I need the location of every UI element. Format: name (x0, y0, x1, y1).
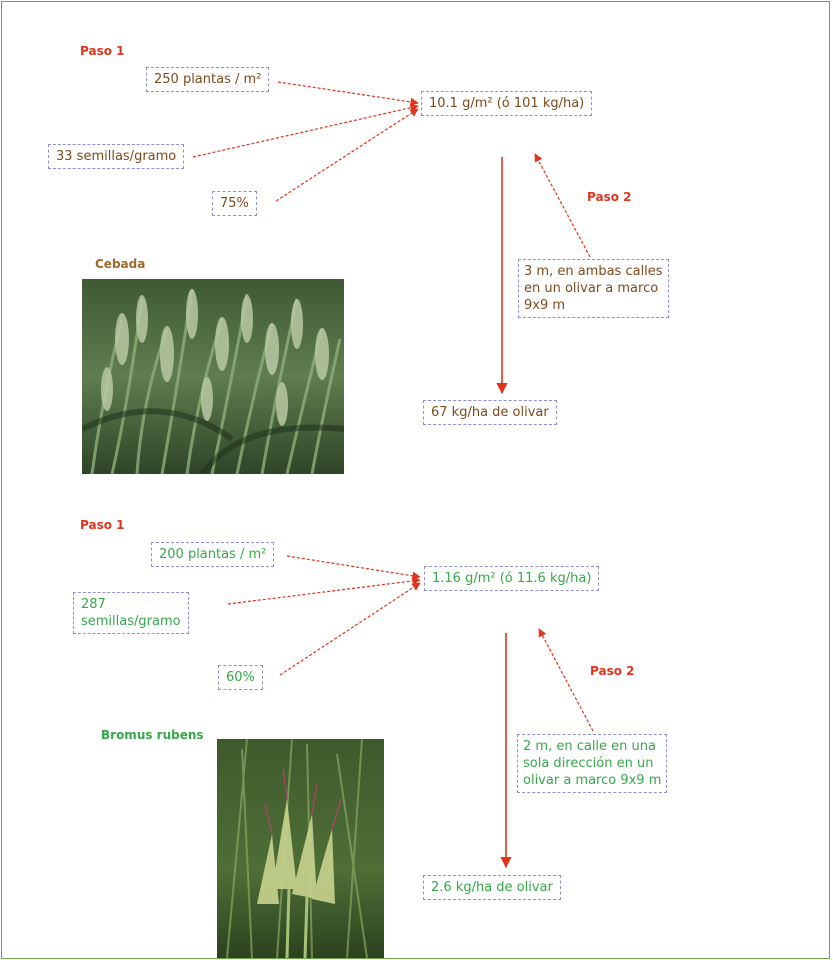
bromus-step2-label: Paso 2 (590, 664, 635, 678)
arrow-barley-plants (277, 81, 419, 107)
arrow-bromus-plants (286, 555, 421, 580)
barley-strip-line2: en un olivar a marco (524, 281, 659, 296)
barley-seeds-box: 33 semillas/gramo (48, 144, 185, 169)
bromus-seeds-line1: 287 (81, 597, 106, 612)
arrow-bromus-strip (538, 628, 594, 732)
arrow-barley-seeds (192, 103, 419, 158)
barley-final-box: 67 kg/ha de olivar (423, 400, 557, 425)
barley-seeds-text: 33 semillas/gramo (56, 149, 177, 164)
barley-step2-label: Paso 2 (587, 190, 632, 204)
barley-strip-line3: 9x9 m (524, 298, 566, 313)
bromus-strip-line1: 2 m, en calle en una (523, 739, 656, 754)
barley-plant-name: Cebada (95, 257, 146, 271)
bromus-photo (217, 739, 384, 958)
bromus-seeds-box: 287 semillas/gramo (73, 592, 189, 634)
barley-photo-image (82, 279, 344, 474)
bromus-strip-line2: sola dirección en un (523, 756, 654, 771)
bromus-germination-box: 60% (218, 665, 263, 690)
bromus-seeds-line2: semillas/gramo (81, 614, 181, 629)
barley-result-text: 10.1 g/m² (ó 101 kg/ha) (429, 96, 585, 111)
arrow-bromus-seeds (227, 576, 421, 605)
barley-plants-box: 250 plantas / m² (146, 67, 270, 92)
bromus-final-box: 2.6 kg/ha de olivar (423, 875, 561, 900)
arrow-barley-germination (275, 108, 419, 202)
barley-germination-text: 75% (220, 196, 249, 211)
bromus-germination-text: 60% (226, 670, 255, 685)
bromus-strip-line3: olivar a marco 9x9 m (523, 773, 662, 788)
bromus-strip-box: 2 m, en calle en una sola dirección en u… (517, 734, 668, 793)
bromus-photo-image (217, 739, 384, 958)
barley-germination-box: 75% (212, 191, 257, 216)
bromus-result-text: 1.16 g/m² (ó 11.6 kg/ha) (432, 571, 592, 586)
arrow-barley-strip (534, 153, 591, 258)
bromus-plants-text: 200 plantas / m² (159, 547, 267, 562)
barley-result-box: 10.1 g/m² (ó 101 kg/ha) (421, 91, 593, 116)
bromus-result-box: 1.16 g/m² (ó 11.6 kg/ha) (424, 566, 600, 591)
barley-plants-text: 250 plantas / m² (154, 72, 262, 87)
bromus-plant-name: Bromus rubens (101, 728, 204, 742)
bromus-plants-box: 200 plantas / m² (151, 542, 275, 567)
bromus-final-text: 2.6 kg/ha de olivar (431, 880, 553, 895)
barley-step1-label: Paso 1 (80, 44, 125, 58)
barley-final-text: 67 kg/ha de olivar (431, 405, 549, 420)
barley-strip-line1: 3 m, en ambas calles (524, 264, 663, 279)
barley-strip-box: 3 m, en ambas calles en un olivar a marc… (518, 259, 669, 318)
arrow-bromus-germination (279, 582, 421, 676)
barley-photo (82, 279, 344, 474)
bromus-step1-label: Paso 1 (80, 518, 125, 532)
